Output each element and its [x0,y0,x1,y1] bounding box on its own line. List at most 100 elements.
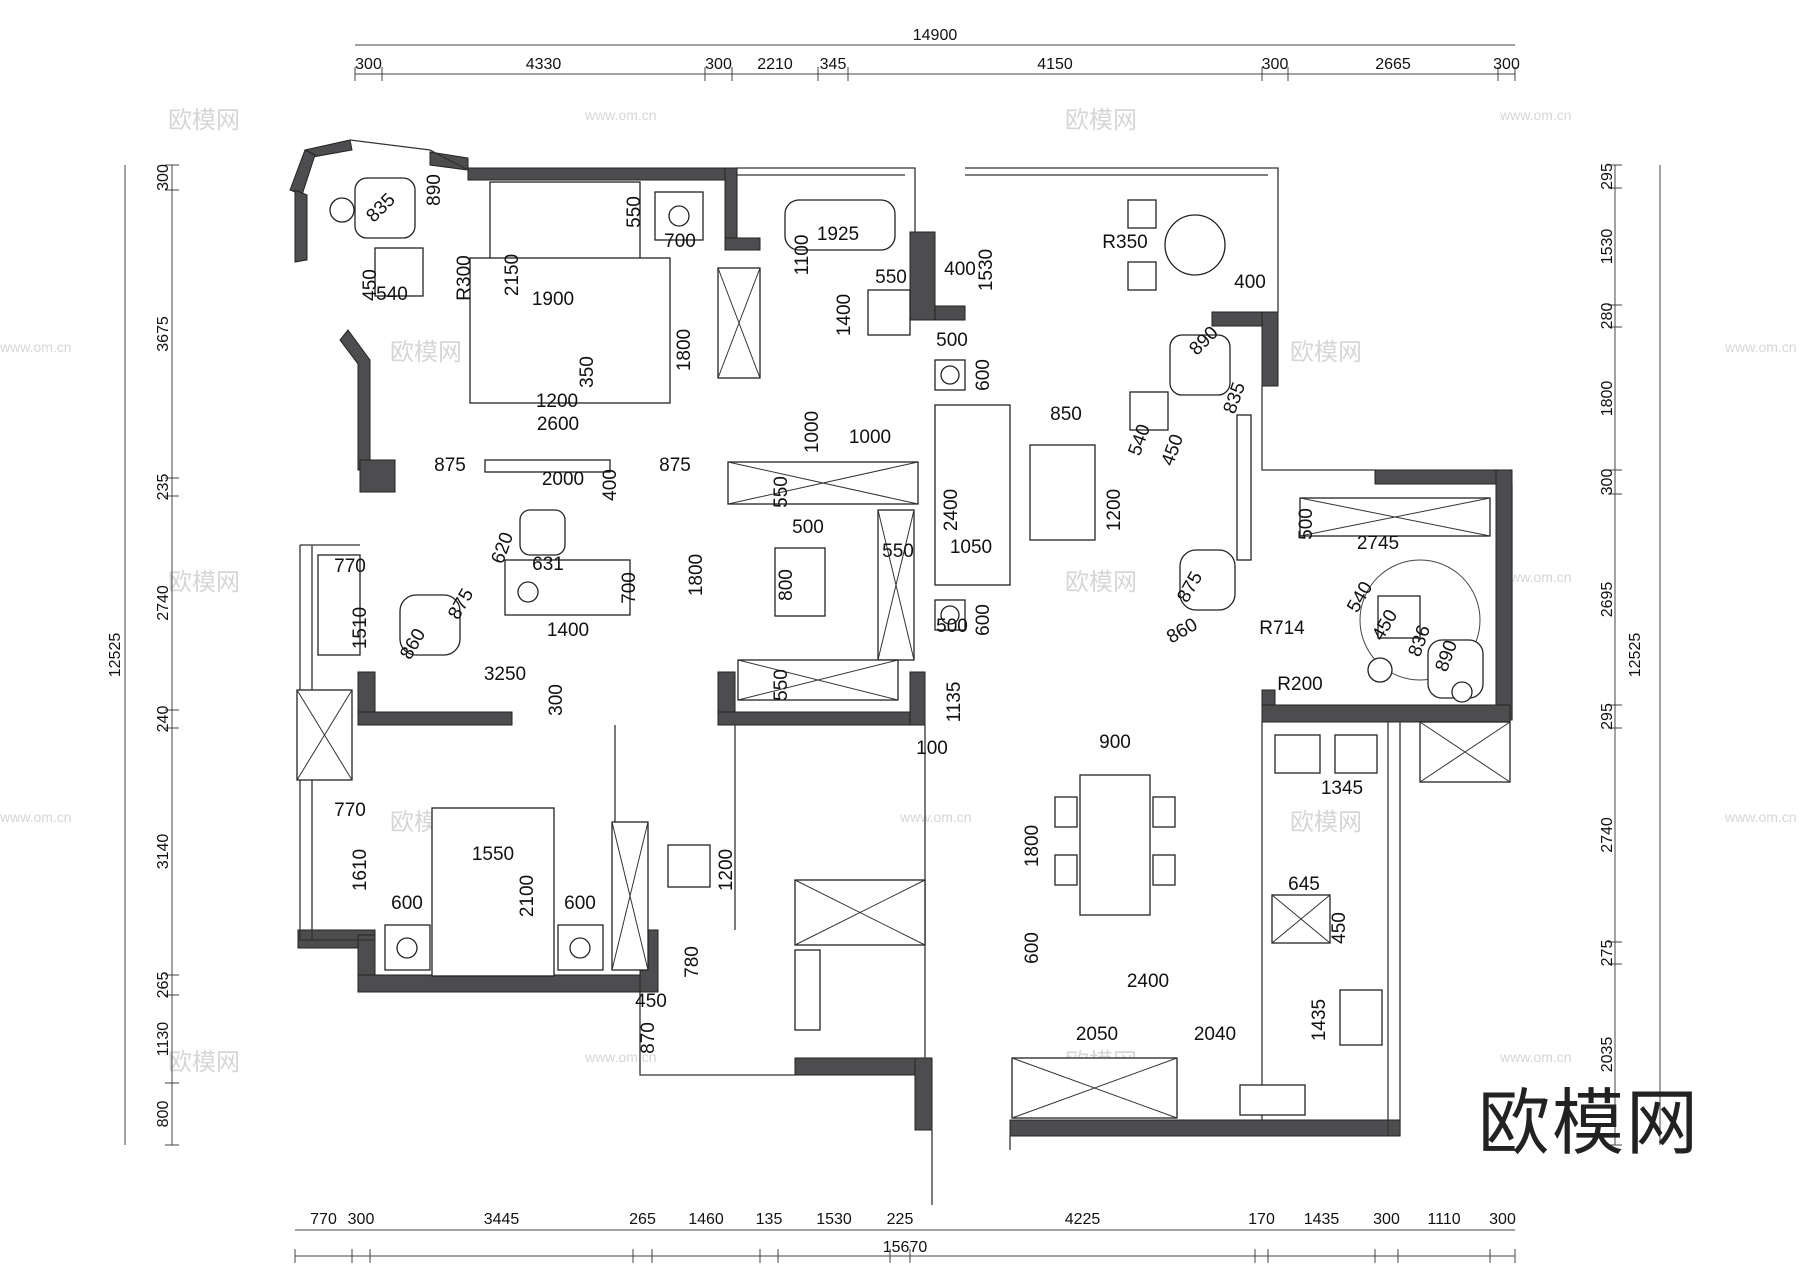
basin [667,844,711,888]
room-dim-label: 350 [577,356,598,388]
watermark-url: www.om.cn [1724,809,1797,825]
right-segment-dim: 295 [1599,703,1616,730]
bed [431,807,555,977]
chair [1127,199,1157,229]
right-segment-dim: 2740 [1599,817,1616,853]
room-dim-label: 1000 [802,411,823,453]
armchair [354,177,416,239]
room-dim-label: R300 [454,255,475,300]
watermark-url: www.om.cn [584,107,657,123]
top-segment-dim: 300 [1262,56,1289,73]
room-dim-label: 1200 [536,391,578,412]
room-dim-label: R200 [1277,674,1322,695]
chair [1152,796,1176,828]
room-dim-label: 1800 [1022,825,1043,867]
furniture [296,177,1511,1119]
top-segment-dim: 4330 [526,56,562,73]
right-segment-dim: 295 [1599,163,1616,190]
room-dim-label: 550 [875,267,907,288]
room-dim-label: 800 [776,569,797,601]
stove [1274,734,1321,774]
right-dimension-chain: 12525 2951530280180030026952952740275203… [1599,163,1661,1146]
watermarks: 欧模网 www.om.cn 欧模网 www.om.cn 欧模网 www.om.c… [0,107,1797,1076]
top-total-dim: 14900 [913,27,958,44]
bottom-segment-dim: 1110 [1427,1211,1460,1228]
top-segment-dim: 300 [705,56,732,73]
room-dim-label: 500 [1296,508,1317,540]
room-dim-label: 400 [944,259,976,280]
room-dim-label: 550 [771,476,792,508]
room-dim-label: 1000 [849,427,891,448]
room-dim-label: 875 [434,455,466,476]
right-segment-dim: 1800 [1599,381,1616,417]
room-dim-label: 600 [391,893,423,914]
right-segment-dim: 2695 [1599,582,1616,618]
right-segment-dim: 280 [1599,303,1616,330]
top-segment-dim: 345 [820,56,847,73]
double-sink [1339,989,1383,1046]
left-segment-dim: 1130 [155,1022,172,1057]
ottoman [1129,391,1169,431]
room-dim-label: 450 [635,991,667,1012]
dining-table [1079,774,1151,916]
bottom-segment-dim: 300 [1373,1211,1400,1228]
shelf [794,949,821,1031]
ottoman [1377,595,1421,639]
room-dim-label: 400 [1234,272,1266,293]
sliding-door [484,459,611,473]
room-dim-label: 770 [334,556,366,577]
left-segment-dim: 265 [155,972,172,999]
top-segment-dim: 300 [355,56,382,73]
room-dim-label: 500 [936,330,968,351]
room-dim-label: 500 [792,517,824,538]
chair [1127,261,1157,291]
watermark-url: www.om.cn [1499,1049,1572,1065]
left-segment-dim: 800 [155,1101,172,1128]
bottom-total-dim: 15670 [883,1239,928,1256]
watermark-url: www.om.cn [0,809,72,825]
bed-rug [469,257,671,404]
room-dim-label: 450 [360,269,381,301]
room-dim-label: 550 [624,196,645,228]
room-dim-label: 600 [1022,932,1043,964]
left-total-dim: 12525 [107,633,124,678]
left-segment-dim: 3140 [155,834,172,870]
bottom-segment-dim: 265 [629,1211,656,1228]
bottom-segment-dim: 770 [310,1211,337,1228]
basin [867,289,911,336]
top-segment-dim: 2665 [1375,56,1411,73]
room-dim-label: 550 [882,541,914,562]
room-dim-label: R350 [1102,232,1147,253]
bottom-segment-dim: 300 [1489,1211,1516,1228]
room-dim-label: 1100 [792,235,813,276]
chair [1054,854,1078,886]
top-segment-dim: 2210 [757,56,793,73]
sofa [934,404,1011,586]
left-segment-dim: 3675 [155,316,172,352]
room-dim-label: 1400 [834,294,855,336]
right-total-dim: 12525 [1627,633,1644,678]
room-dim-label: 1135 [944,682,965,723]
room-dim-label: 1800 [674,329,695,371]
bottom-segment-dim: 3445 [484,1211,520,1228]
bottom-segment-dim: 1530 [816,1211,852,1228]
room-dim-label: 1530 [976,249,997,291]
room-dim-label: 780 [682,946,703,978]
room-dim-label: 400 [600,469,621,501]
room-dim-label: 540 [376,284,408,305]
outline [299,139,1513,1205]
room-dim-label: 700 [664,231,696,252]
room-dim-label: 540 [1125,422,1156,459]
room-dim-label: 3250 [484,664,526,685]
room-dim-label: 850 [1050,404,1082,425]
room-dim-label: 2400 [1127,971,1169,992]
bottom-segment-dim: 225 [887,1211,914,1228]
room-dim-label: 450 [1329,912,1350,944]
tv-cabinet [1236,414,1252,561]
right-segment-dim: 2035 [1599,1037,1616,1073]
room-dim-label: 450 [1158,432,1189,469]
right-segment-dim: 300 [1599,469,1616,496]
side-table [329,197,355,223]
room-dim-label: 770 [334,800,366,821]
